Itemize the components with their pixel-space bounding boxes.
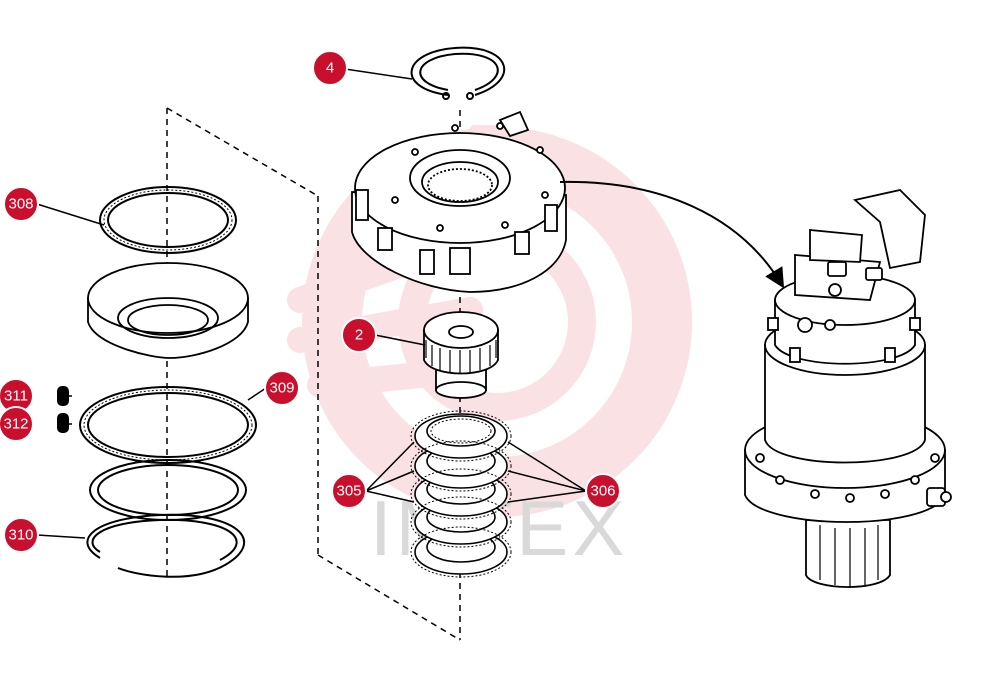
- callout-306-label: 306: [590, 483, 615, 500]
- ring-gear-housing-part: [351, 110, 567, 293]
- callout-2: 2: [341, 317, 377, 353]
- callout-4: 4: [312, 50, 348, 86]
- callout-308-label: 308: [8, 196, 33, 213]
- clutch-disc-stack-part: [410, 410, 512, 578]
- snap-ring-part: [410, 46, 506, 100]
- backup-ring-part: [89, 459, 247, 521]
- sun-gear-part: [423, 311, 499, 399]
- callout-4-label: 4: [326, 60, 334, 77]
- callout-2-label: 2: [355, 327, 363, 344]
- swing-motor-assembly: [744, 189, 952, 588]
- callout-305: 305: [331, 473, 367, 509]
- callout-308: 308: [3, 186, 39, 222]
- callout-306: 306: [585, 473, 621, 509]
- retainer-housing-part: [87, 262, 249, 359]
- callout-312: 312: [0, 406, 34, 442]
- leader-lines: [36, 68, 587, 539]
- callout-310-label: 310: [8, 527, 33, 544]
- seal-ring-309-part: [79, 386, 257, 464]
- callout-312-label: 312: [3, 416, 28, 433]
- pin-312-part: [57, 413, 69, 433]
- snap-ring-310-part: [86, 513, 246, 578]
- callout-311-label: 311: [4, 388, 28, 405]
- callout-310: 310: [3, 517, 39, 553]
- callout-309: 309: [264, 370, 300, 406]
- callout-305-label: 305: [336, 483, 361, 500]
- seal-ring-308-part: [99, 186, 237, 254]
- callout-309-label: 309: [269, 380, 294, 397]
- assembly-arrow: [559, 180, 785, 289]
